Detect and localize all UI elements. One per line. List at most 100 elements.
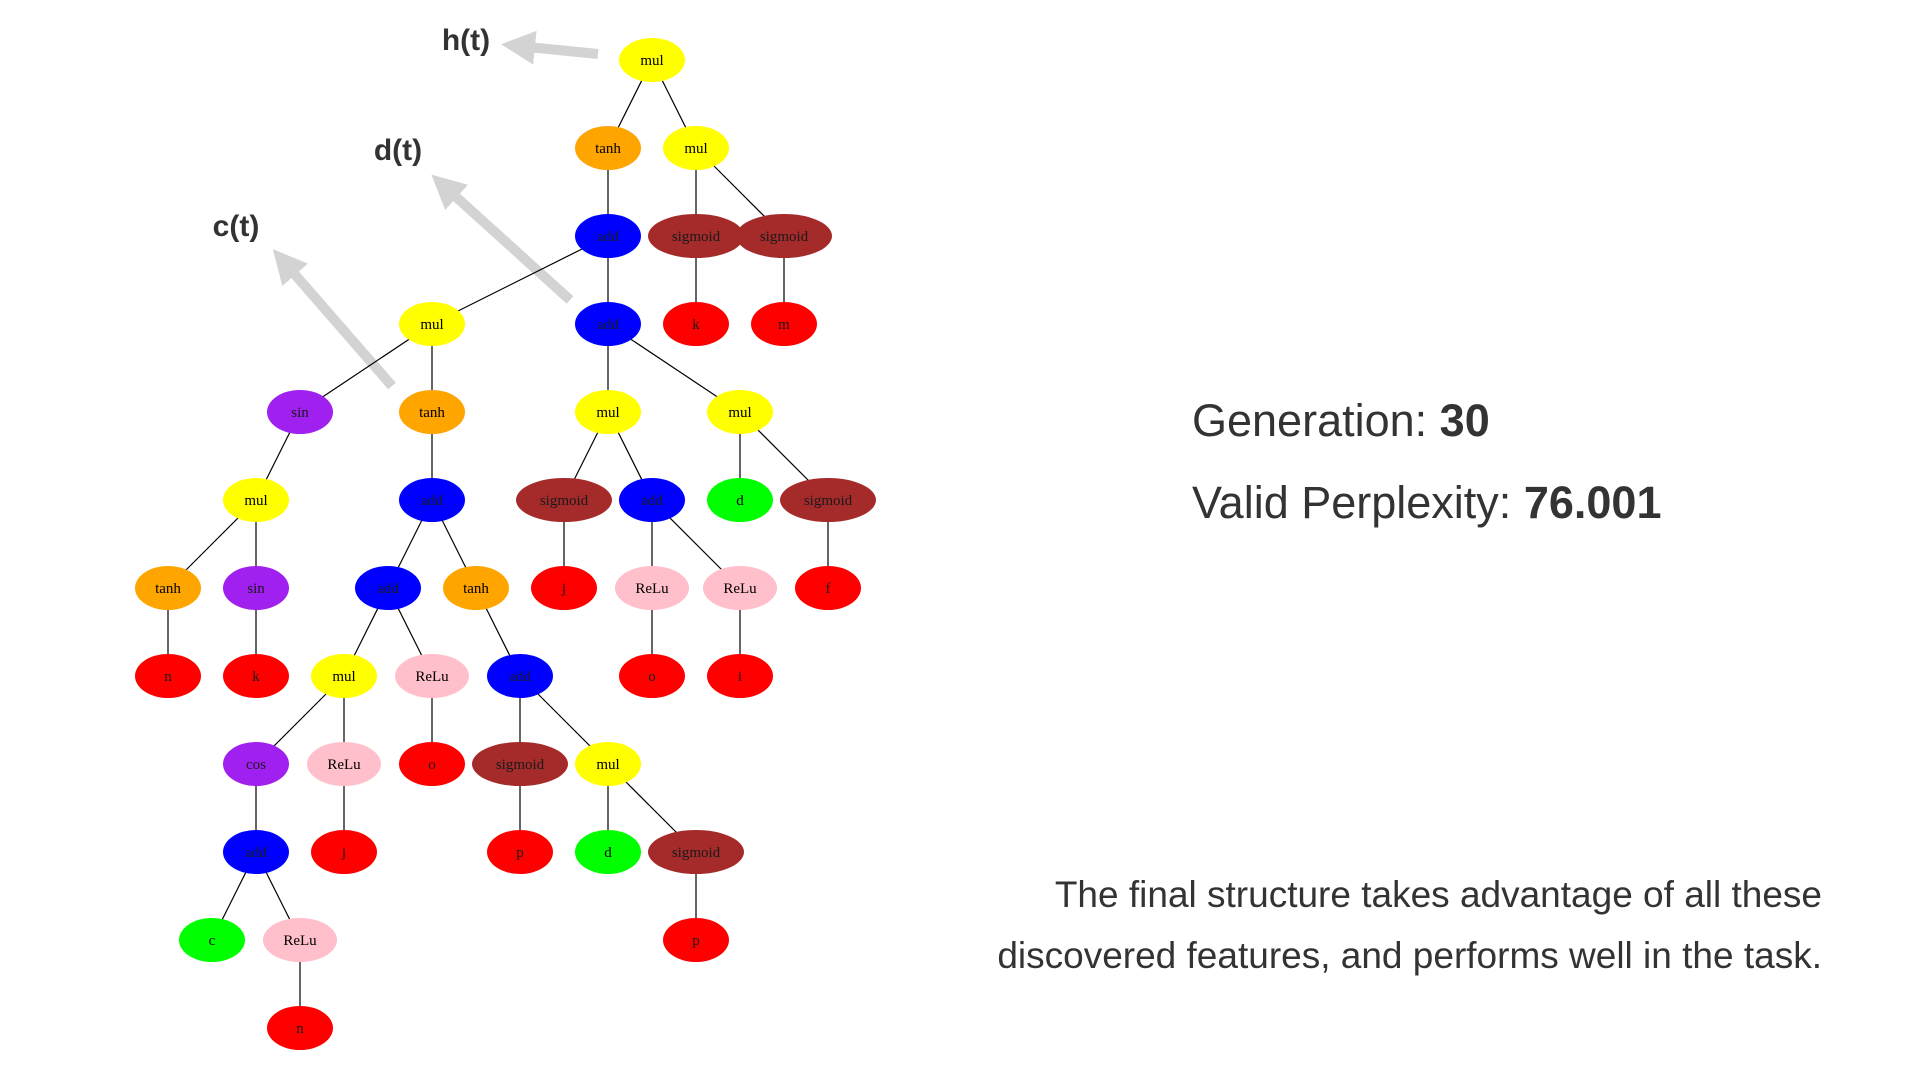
node-label: add	[509, 669, 531, 685]
caption-line-2: discovered features, and performs well i…	[997, 935, 1822, 976]
graph-node-mul: mul	[707, 390, 773, 434]
graph-node-mul: mul	[575, 742, 641, 786]
output-arrow	[431, 174, 574, 304]
graph-node-add: add	[575, 302, 641, 346]
output-label: c(t)	[213, 210, 260, 243]
node-label: o	[428, 757, 436, 773]
node-label: sigmoid	[672, 229, 721, 245]
graph-node-input-red: n	[267, 1006, 333, 1050]
node-ellipse	[648, 830, 744, 874]
node-label: add	[421, 493, 443, 509]
node-ellipse	[355, 566, 421, 610]
node-ellipse	[179, 918, 245, 962]
graph-node-add: add	[223, 830, 289, 874]
node-label: m	[778, 317, 790, 333]
caption-line-1: The final structure takes advantage of a…	[1054, 874, 1822, 915]
node-label: k	[252, 669, 260, 685]
node-ellipse	[307, 742, 381, 786]
graph-node-relu: ReLu	[395, 654, 469, 698]
node-ellipse	[267, 1006, 333, 1050]
stats-panel: Generation: 30 Valid Perplexity: 76.001	[1192, 380, 1661, 544]
node-ellipse	[223, 566, 289, 610]
graph-node-add: add	[487, 654, 553, 698]
node-ellipse	[443, 566, 509, 610]
node-label: tanh	[463, 581, 489, 597]
graph-nodes: mul tanh mul add sigmoid sigmoid k m mul add sin ta…	[135, 38, 876, 1050]
graph-node-input-red: j	[531, 566, 597, 610]
graph-node-input-red: j	[311, 830, 377, 874]
node-ellipse	[736, 214, 832, 258]
graph-edges	[167, 59, 829, 1028]
node-ellipse	[575, 126, 641, 170]
graph-node-cos: cos	[223, 742, 289, 786]
node-ellipse	[223, 654, 289, 698]
node-ellipse	[707, 478, 773, 522]
node-ellipse	[575, 302, 641, 346]
node-ellipse	[707, 390, 773, 434]
graph-node-tanh: tanh	[399, 390, 465, 434]
node-label: sin	[247, 581, 265, 597]
node-ellipse	[487, 654, 553, 698]
output-label: h(t)	[442, 24, 490, 57]
node-label: cos	[246, 757, 266, 773]
node-label: add	[597, 229, 619, 245]
node-ellipse	[663, 302, 729, 346]
caption: The final structure takes advantage of a…	[822, 864, 1822, 986]
graph-node-mul: mul	[575, 390, 641, 434]
node-label: tanh	[595, 141, 621, 157]
node-ellipse	[267, 390, 333, 434]
node-ellipse	[707, 654, 773, 698]
graph-node-add: add	[575, 214, 641, 258]
node-label: tanh	[155, 581, 181, 597]
node-label: ReLu	[635, 581, 669, 597]
node-label: ReLu	[327, 757, 361, 773]
node-ellipse	[780, 478, 876, 522]
node-ellipse	[575, 742, 641, 786]
graph-node-input-red: n	[135, 654, 201, 698]
node-label: f	[826, 581, 831, 597]
node-label: n	[296, 1021, 304, 1037]
node-label: ReLu	[415, 669, 449, 685]
node-label: sin	[291, 405, 309, 421]
node-label: sigmoid	[540, 493, 589, 509]
node-label: d	[604, 845, 612, 861]
graph-node-input-red: m	[751, 302, 817, 346]
node-label: mul	[420, 317, 443, 333]
graph-node-input-green: d	[575, 830, 641, 874]
node-ellipse	[399, 390, 465, 434]
node-label: sigmoid	[496, 757, 545, 773]
node-ellipse	[703, 566, 777, 610]
graph-node-sin: sin	[267, 390, 333, 434]
node-label: k	[692, 317, 700, 333]
node-ellipse	[399, 742, 465, 786]
graph-node-sigmoid: sigmoid	[780, 478, 876, 522]
graph-node-sin: sin	[223, 566, 289, 610]
node-ellipse	[531, 566, 597, 610]
node-label: d	[736, 493, 744, 509]
node-label: sigmoid	[760, 229, 809, 245]
node-ellipse	[395, 654, 469, 698]
graph-node-input-green: c	[179, 918, 245, 962]
generation-value: 30	[1439, 395, 1490, 446]
node-ellipse	[263, 918, 337, 962]
graph-node-tanh: tanh	[575, 126, 641, 170]
node-label: add	[641, 493, 663, 509]
node-ellipse	[135, 654, 201, 698]
graph-node-sigmoid: sigmoid	[736, 214, 832, 258]
graph-node-relu: ReLu	[263, 918, 337, 962]
node-ellipse	[223, 830, 289, 874]
node-label: i	[738, 669, 742, 685]
node-label: mul	[728, 405, 751, 421]
graph-node-tanh: tanh	[135, 566, 201, 610]
graph-node-tanh: tanh	[443, 566, 509, 610]
node-ellipse	[223, 478, 289, 522]
node-label: add	[245, 845, 267, 861]
node-label: mul	[596, 405, 619, 421]
node-ellipse	[575, 390, 641, 434]
output-arrows	[272, 30, 599, 390]
graph-edge	[431, 235, 609, 325]
graph-node-relu: ReLu	[703, 566, 777, 610]
node-label: j	[561, 581, 566, 597]
node-label: mul	[332, 669, 355, 685]
